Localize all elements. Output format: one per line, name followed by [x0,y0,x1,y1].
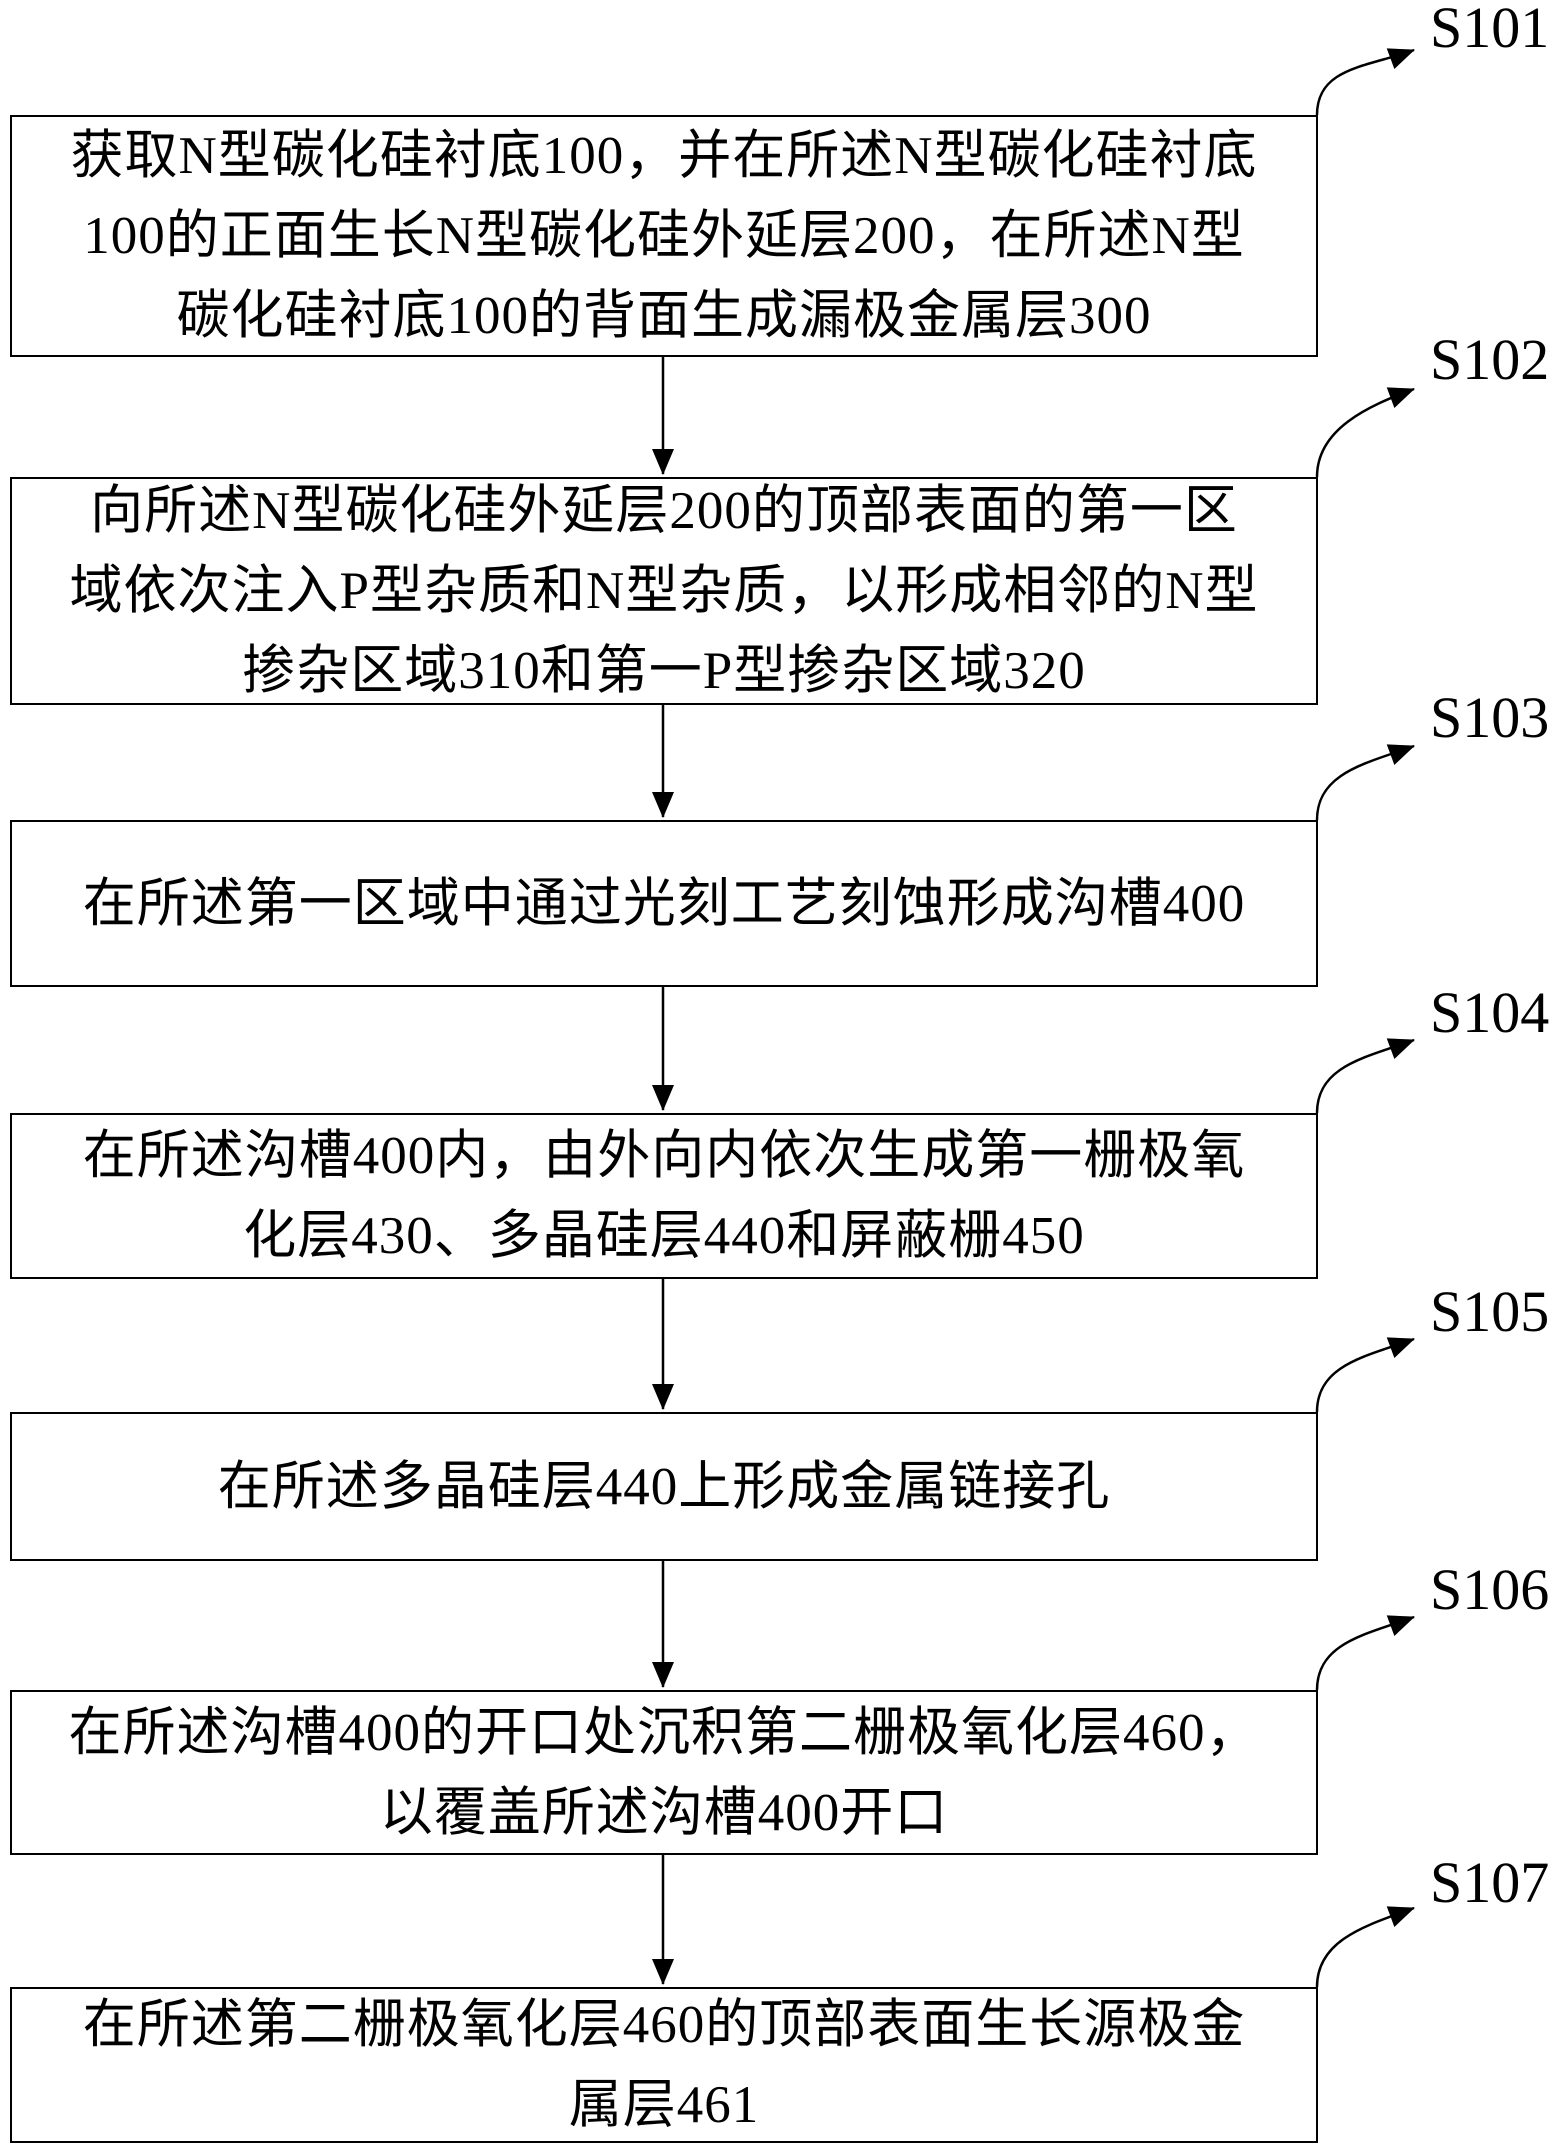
label-arrow-s104 [1315,1038,1415,1114]
step-text-line: 化层430、多晶硅层440和屏蔽栅450 [243,1207,1085,1265]
step-box-s107: 在所述第二栅极氧化层460的顶部表面生长源极金 属层461 [10,1987,1318,2143]
step-label-s102: S102 [1430,327,1550,392]
step-text-line: 在所述多晶硅层440上形成金属链接孔 [217,1457,1111,1516]
step-text-line: 掺杂区域310和第一P型掺杂区域320 [242,642,1086,700]
step-box-s103: 在所述第一区域中通过光刻工艺刻蚀形成沟槽400 [10,820,1318,987]
label-arrow-s105 [1315,1337,1415,1413]
step-text-line: 以覆盖所述沟槽400开口 [379,1783,949,1842]
step-text-line: 100的正面生长N型碳化硅外延层200，在所述N型 [83,207,1245,265]
step-text-line: 在所述沟槽400的开口处沉积第二栅极氧化层460， [68,1703,1260,1762]
label-arrow-s106 [1315,1615,1415,1691]
step-box-s105: 在所述多晶硅层440上形成金属链接孔 [10,1412,1318,1561]
label-arrow-s103 [1315,744,1415,821]
step-text-line: 在所述第一区域中通过光刻工艺刻蚀形成沟槽400 [82,874,1246,933]
step-text-line: 在所述沟槽400内，由外向内依次生成第一栅极氧 [82,1127,1246,1185]
label-arrow-s102 [1315,387,1415,478]
step-box-s104: 在所述沟槽400内，由外向内依次生成第一栅极氧 化层430、多晶硅层440和屏蔽… [10,1113,1318,1279]
step-box-s102: 向所述N型碳化硅外延层200的顶部表面的第一区 域依次注入P型杂质和N型杂质，以… [10,477,1318,705]
step-label-s103: S103 [1430,685,1550,750]
step-label-s106: S106 [1430,1557,1550,1622]
label-arrow-s107 [1315,1906,1415,1988]
label-arrow-s101 [1315,48,1415,116]
step-text-line: 属层461 [568,2076,760,2134]
step-label-s101: S101 [1430,0,1550,60]
step-label-s105: S105 [1430,1279,1550,1344]
step-text-line: 碳化硅衬底100的背面生成漏极金属层300 [176,287,1152,345]
step-text-line: 获取N型碳化硅衬底100，并在所述N型碳化硅衬底 [70,127,1258,185]
step-text-line: 向所述N型碳化硅外延层200的顶部表面的第一区 [90,482,1238,540]
step-box-s106: 在所述沟槽400的开口处沉积第二栅极氧化层460， 以覆盖所述沟槽400开口 [10,1690,1318,1855]
step-box-s101: 获取N型碳化硅衬底100，并在所述N型碳化硅衬底 100的正面生长N型碳化硅外延… [10,115,1318,357]
step-text-line: 在所述第二栅极氧化层460的顶部表面生长源极金 [82,1996,1246,2054]
step-label-s107: S107 [1430,1850,1550,1915]
step-text-line: 域依次注入P型杂质和N型杂质，以形成相邻的N型 [69,562,1259,620]
step-label-s104: S104 [1430,980,1550,1045]
